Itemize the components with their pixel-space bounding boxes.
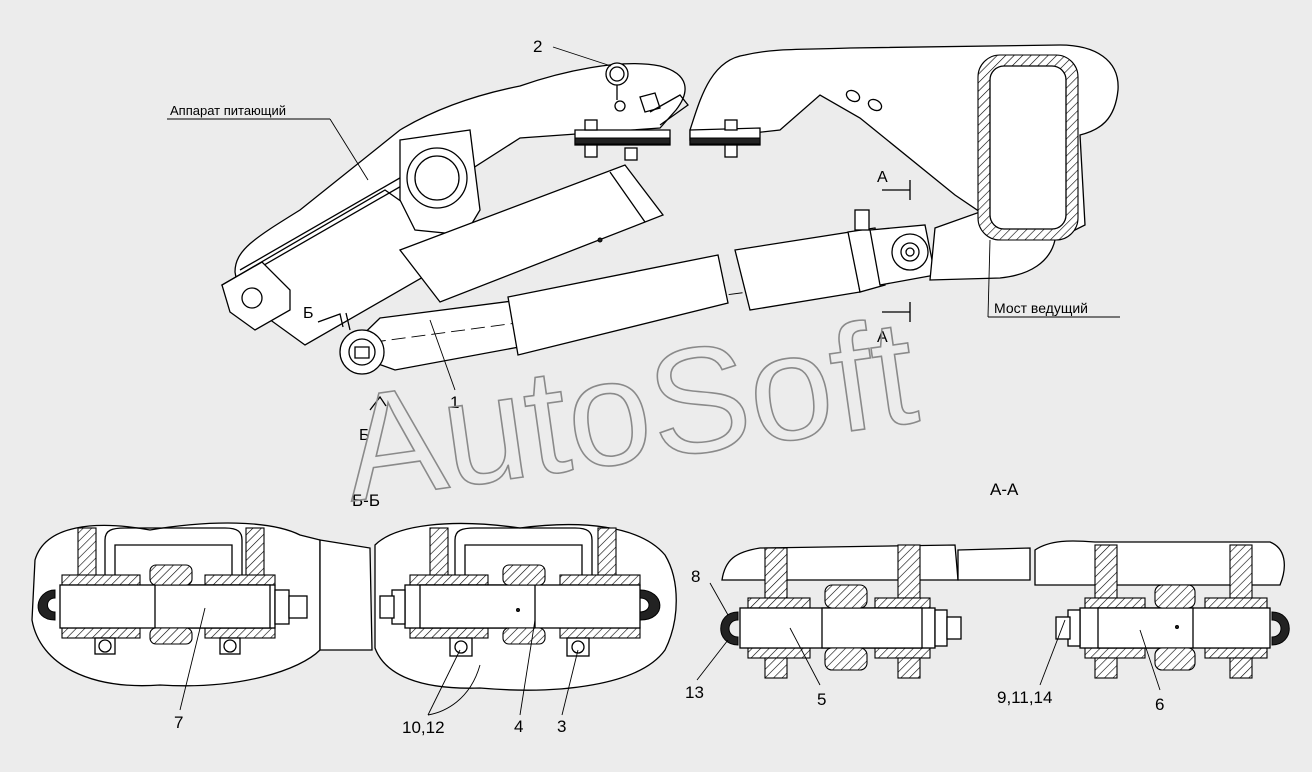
leader-lines-main [167, 46, 1120, 391]
callout-9-11-14: 9,11,14 [997, 688, 1052, 707]
main-view [220, 44, 1119, 411]
label-mark-a-bottom: А [877, 329, 888, 346]
label-mark-b-top: Б [303, 305, 314, 322]
section-aa [720, 540, 1290, 679]
callout-2: 2 [533, 37, 542, 56]
leader-lines-sections [179, 582, 1161, 716]
section-bb [31, 522, 677, 691]
label-axle: Мост ведущий [994, 300, 1088, 316]
callout-6: 6 [1155, 695, 1164, 714]
callout-numbers: 1 2 7 10,12 4 3 8 13 5 9,11,14 6 [174, 37, 1164, 737]
label-mark-b-bottom: Б [359, 427, 370, 444]
feeder-bracket [221, 261, 291, 331]
hydro-cylinder [507, 254, 729, 356]
label-feeder: Аппарат питающий [170, 103, 286, 118]
callout-8: 8 [691, 567, 700, 586]
cylinder-upper [398, 164, 665, 303]
label-mark-a-top: А [877, 169, 888, 186]
callout-5: 5 [817, 690, 826, 709]
section-aa-left-plate [721, 544, 959, 581]
pivot-boss [406, 147, 468, 209]
clamp-ring [605, 62, 629, 86]
label-section-aa: А-А [990, 480, 1019, 499]
text-labels: Аппарат питающий Мост ведущий Б-Б А-А Б … [170, 103, 1088, 510]
callout-4: 4 [514, 717, 523, 736]
callout-10-12: 10,12 [402, 718, 445, 737]
label-section-bb: Б-Б [352, 491, 380, 510]
callout-3: 3 [557, 717, 566, 736]
right-pivot [891, 233, 929, 271]
callout-13: 13 [685, 683, 704, 702]
callout-1: 1 [450, 393, 459, 412]
callout-7: 7 [174, 713, 183, 732]
